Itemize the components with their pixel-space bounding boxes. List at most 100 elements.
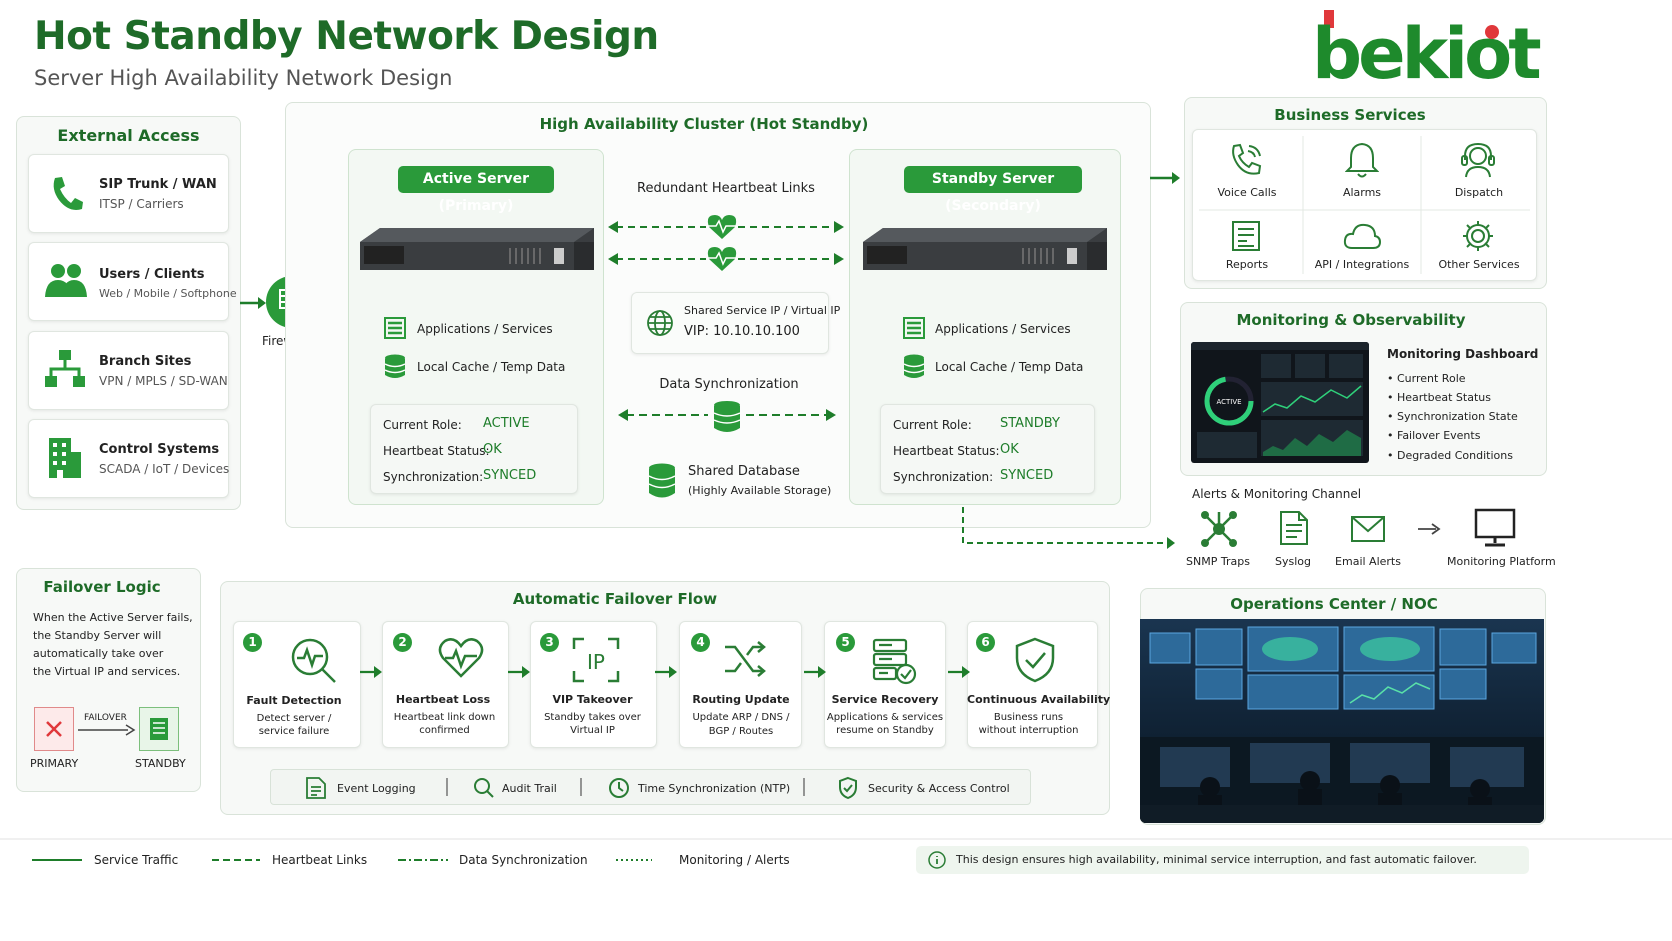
arrow-right-icon [1418,523,1441,535]
footer-item-label: Time Synchronization (NTP) [638,782,791,795]
business-item-label: Voice Calls [1217,186,1277,199]
noc-title: Operations Center / NOC [1230,595,1438,613]
headset-icon[interactable] [1460,141,1496,179]
server-check-icon [870,637,918,685]
dashboard-bullet: • Failover Events [1387,429,1481,442]
search-icon[interactable] [473,777,495,799]
syslog-icon[interactable] [1279,510,1309,546]
users-icon [45,263,87,299]
database-icon [384,354,406,380]
external-item-name: Control Systems [99,442,220,457]
legend-item: Heartbeat Links [272,853,368,867]
external-item-sub: ITSP / Carriers [99,197,184,211]
standby-heartbeat-value: OK [1000,442,1019,457]
external-item-name: Branch Sites [99,354,192,369]
primary-failed-icon [34,707,74,751]
business-services-grid [1192,129,1537,281]
alert-item-label: SNMP Traps [1186,555,1250,568]
step-number-badge: 6 [976,633,995,652]
business-item-label: Alarms [1342,186,1382,199]
active-apps-label: Applications / Services [417,322,553,336]
failover-arrow [78,724,136,736]
failover-logic-title: Failover Logic [43,578,161,596]
applications-icon [384,317,406,339]
report-icon[interactable] [1231,220,1261,252]
footer-item-label: Audit Trail [502,782,557,795]
bell-icon[interactable] [1345,141,1379,179]
heart-pulse-icon [437,636,485,680]
active-status-box: Current Role: ACTIVE Heartbeat Status: O… [370,404,578,494]
legend-divider [0,838,1672,840]
business-item-label: Dispatch [1454,186,1504,199]
external-item-control[interactable]: Control Systems SCADA / IoT / Devices [28,419,229,498]
email-icon[interactable] [1350,515,1386,543]
standby-server-title: Standby Server (Secondary) [904,166,1082,214]
external-item-sip[interactable]: SIP Trunk / WAN ITSP / Carriers [28,154,229,233]
step-title: Heartbeat Loss [395,693,491,706]
role-label: Current Role: [383,418,462,432]
ha-cluster-title: High Availability Cluster (Hot Standby) [539,115,869,133]
active-heartbeat-value: OK [483,442,502,457]
data-sync-link [618,401,836,432]
external-item-users[interactable]: Users / Clients Web / Mobile / Softphone [28,242,237,321]
step-number-badge: 2 [393,633,412,652]
shield-icon[interactable] [838,776,858,800]
legend-item: Service Traffic [94,853,179,867]
server-rack-icon [863,226,1107,272]
active-cache-label: Local Cache / Temp Data [417,360,566,374]
step-number-badge: 5 [836,633,855,652]
role-label: Current Role: [893,418,972,432]
heartbeat-links-label: Redundant Heartbeat Links [637,181,815,196]
step-title: Routing Update [692,693,790,706]
log-icon[interactable] [305,776,327,800]
failover-logic-panel: Failover Logic [16,568,201,792]
external-item-branch[interactable]: Branch Sites VPN / MPLS / SD-WAN [28,331,229,410]
external-item-sub: SCADA / IoT / Devices [99,462,230,476]
shuffle-icon [723,637,769,681]
applications-icon [903,317,925,339]
primary-label: PRIMARY [30,757,79,770]
gear-icon[interactable] [1461,219,1495,253]
phone-ringing-icon[interactable] [1228,142,1264,178]
logo: bekiot [1310,6,1545,86]
dashboard-screenshot: ACTIVE [1191,342,1369,463]
dashboard-bullet: • Current Role [1387,372,1466,385]
cloud-icon[interactable] [1343,222,1381,250]
standby-status-box: Current Role: STANDBY Heartbeat Status: … [880,404,1095,494]
heartbeat-links [608,215,844,271]
active-role-value: ACTIVE [483,416,530,431]
page-subtitle: Server High Availability Network Design [34,66,453,90]
network-tree-icon [45,350,85,388]
clock-icon[interactable] [608,777,630,799]
step-title: Service Recovery [831,693,939,706]
business-services-title: Business Services [1274,106,1426,124]
legend-note: This design ensures high availability, m… [956,853,1477,866]
vip-value: VIP: 10.10.10.100 [684,324,800,339]
legend-lines [32,859,652,861]
step-title: Continuous Availability [967,693,1111,706]
legend-item: Data Synchronization [459,853,588,867]
active-sync-value: SYNCED [483,468,537,483]
vip-label: Shared Service IP / Virtual IP [684,304,841,317]
external-item-name: SIP Trunk / WAN [99,177,217,192]
standby-label: STANDBY [135,757,186,770]
sync-label: Synchronization: [383,470,484,484]
heartbeat-label: Heartbeat Status: [893,444,1000,458]
ip-icon: IP [572,637,620,683]
standby-sync-value: SYNCED [1000,468,1054,483]
building-icon [47,436,83,478]
dashboard-bullet: • Degraded Conditions [1387,449,1513,462]
step-number-badge: 4 [691,633,710,652]
monitor-icon[interactable] [1474,508,1516,548]
business-item-label: API / Integrations [1314,258,1410,271]
shield-check-icon [1013,636,1057,684]
snmp-icon[interactable] [1200,510,1238,548]
failover-logic-text: When the Active Server fails,the Standby… [33,611,193,678]
external-item-sub: Web / Mobile / Softphone [99,287,237,300]
failover-flow-title: Automatic Failover Flow [512,590,718,608]
info-icon [928,851,946,869]
standby-cache-label: Local Cache / Temp Data [935,360,1084,374]
